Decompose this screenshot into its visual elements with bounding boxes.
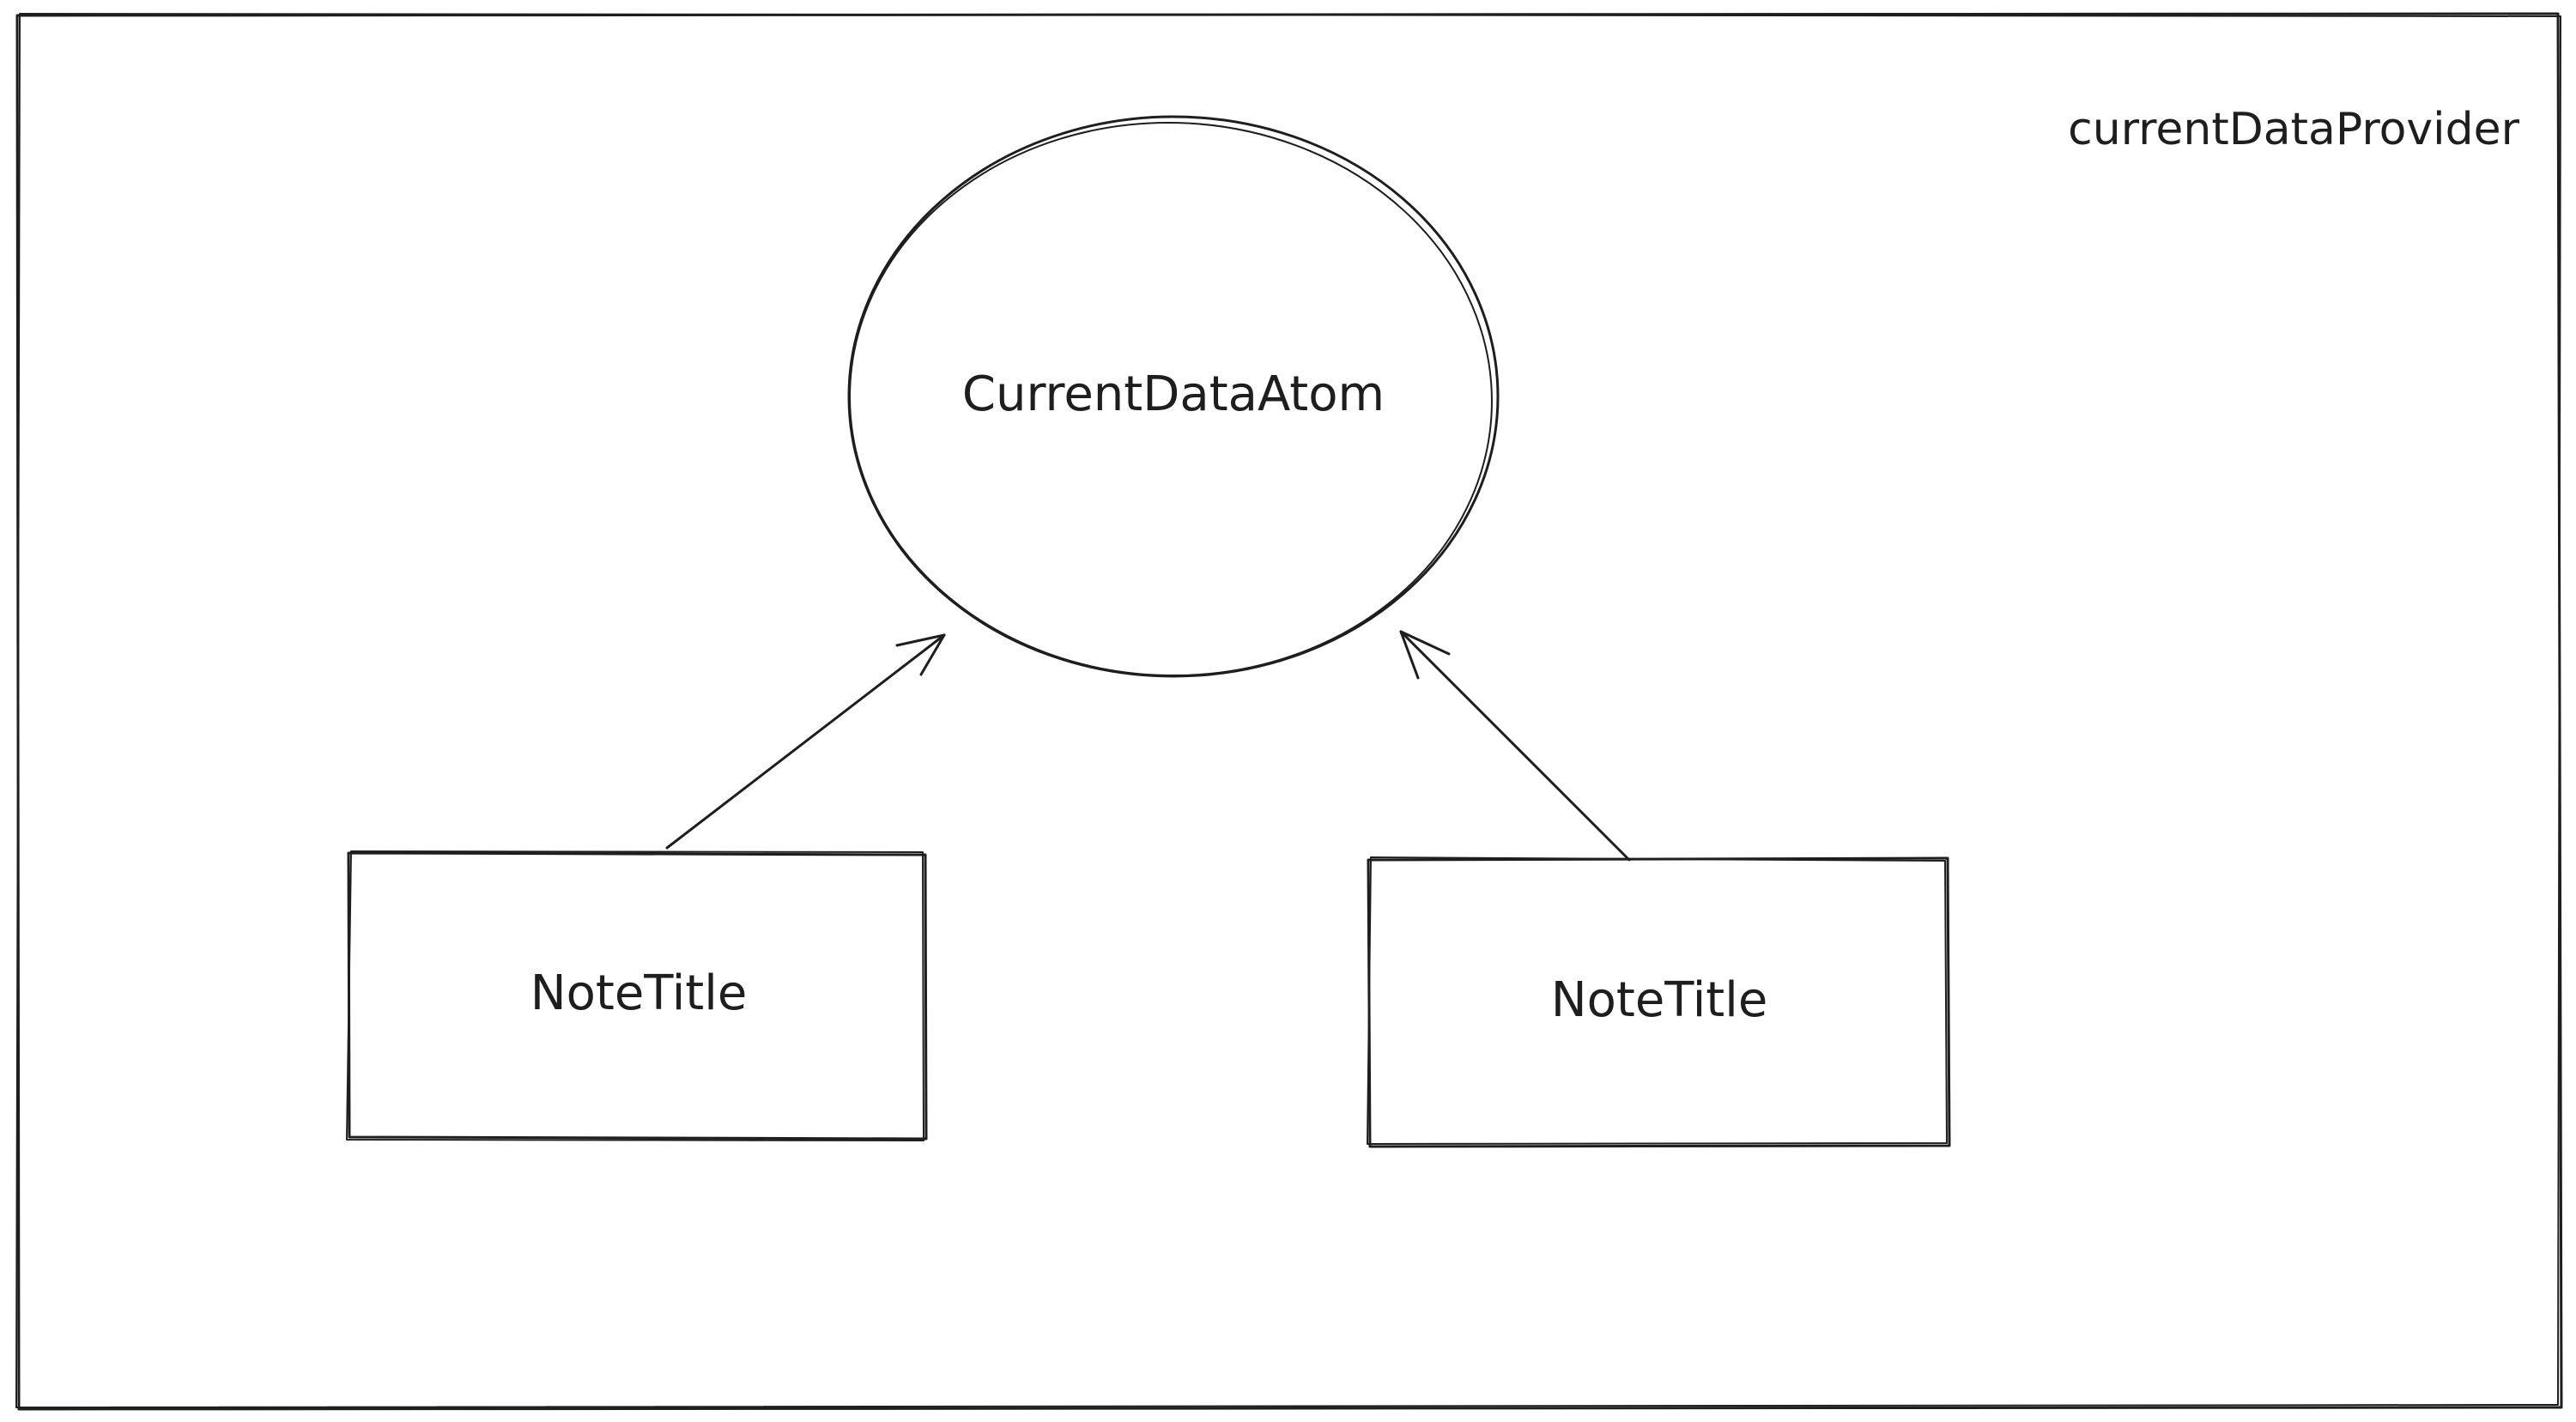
arrow-right-to-atom [1399, 630, 1631, 862]
atom-label: CurrentDataAtom [962, 366, 1385, 422]
note-box-left: NoteTitle [346, 850, 928, 1141]
note-title-left: NoteTitle [530, 965, 748, 1021]
atom-node: CurrentDataAtom [847, 115, 1500, 678]
provider-label: currentDataProvider [2068, 104, 2519, 155]
arrow-left-to-atom [665, 633, 946, 850]
provider-frame [15, 12, 2563, 1411]
note-title-right: NoteTitle [1551, 972, 1768, 1028]
note-box-right: NoteTitle [1367, 856, 1951, 1148]
